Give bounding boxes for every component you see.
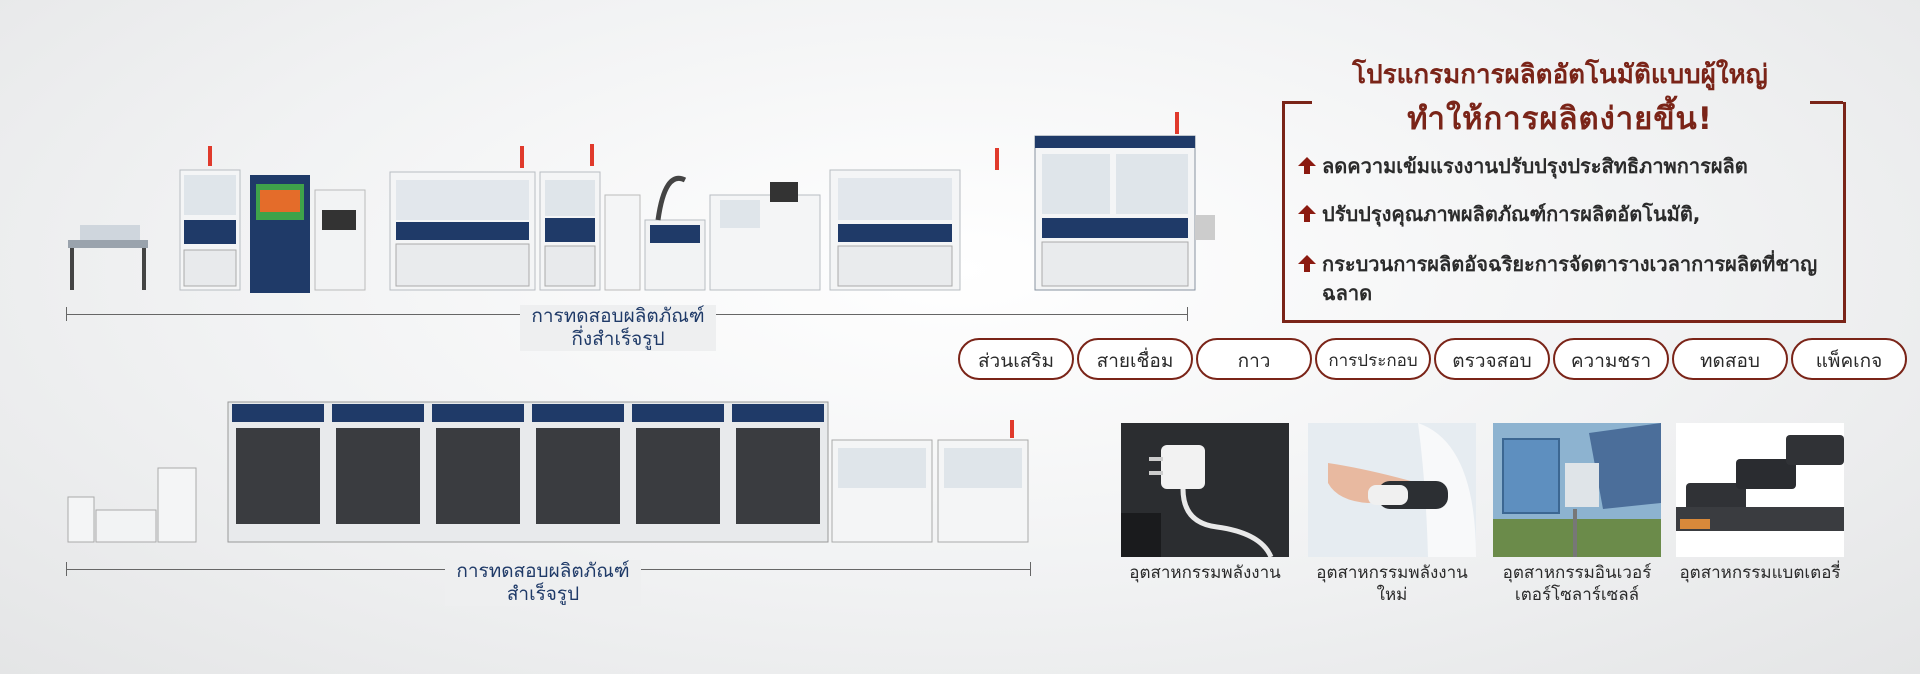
arrow-up-icon	[1298, 255, 1316, 272]
line2-label: การทดสอบผลิตภัณฑ์สำเร็จรูป	[445, 560, 641, 606]
industry-label-solar-inverter: อุตสาหกรรมอินเวอร์เตอร์โซลาร์เซลล์	[1502, 563, 1652, 605]
box-top-right-border	[1810, 101, 1843, 104]
machine-5	[539, 144, 601, 291]
benefit-text: ลดความเข้มแรงงานปรับปรุงประสิทธิภาพการผล…	[1322, 154, 1748, 178]
machine-3	[314, 189, 366, 291]
charger-icon	[1121, 423, 1289, 557]
line1-label: การทดสอบผลิตภัณฑ์กึ่งสำเร็จรูป	[520, 305, 716, 351]
machine-loader	[68, 225, 148, 290]
benefit-text: กระบวนการผลิตอัจฉริยะการจัดตารางเวลาการผ…	[1322, 252, 1818, 305]
industry-label-battery: อุตสาหกรรมแบตเตอรี่	[1679, 563, 1841, 583]
solar-inverter-icon	[1493, 423, 1661, 557]
process-pill-glue[interactable]: กาว	[1196, 338, 1312, 380]
machine-8	[829, 148, 999, 291]
industry-label-new-energy: อุตสาหกรรมพลังงานใหม่	[1316, 563, 1468, 605]
process-pill-package[interactable]: แพ็คเกจ	[1791, 338, 1907, 380]
finished-line-illustration	[67, 401, 1029, 543]
industry-image-battery	[1676, 423, 1844, 557]
machine-2	[250, 175, 310, 293]
industry-image-solar-inverter	[1493, 423, 1661, 557]
headline-line1: โปรแกรมการผลิตอัตโนมัติแบบผู้ใหญ่	[1352, 60, 1768, 90]
benefit-text: ปรับปรุงคุณภาพผลิตภัณฑ์การผลิตอัตโนมัติ,	[1322, 202, 1701, 226]
arrow-up-icon	[1298, 205, 1316, 222]
machine-4	[389, 146, 536, 291]
headline-line2: ทำให้การผลิตง่ายขึ้น!	[1407, 101, 1713, 137]
benefit-item: กระบวนการผลิตอัจฉริยะการจัดตารางเวลาการผ…	[1298, 250, 1818, 308]
industry-label-power: อุตสาหกรรมพลังงาน	[1129, 563, 1281, 583]
benefit-item: ปรับปรุงคุณภาพผลิตภัณฑ์การผลิตอัตโนมัติ,	[1298, 200, 1828, 229]
benefit-item: ลดความเข้มแรงงานปรับปรุงประสิทธิภาพการผล…	[1298, 152, 1828, 181]
process-pill-welding-line[interactable]: สายเชื่อม	[1077, 338, 1193, 380]
arrow-up-icon	[1298, 157, 1316, 174]
semi-finished-line-illustration	[68, 112, 1215, 293]
process-pill-test[interactable]: ทดสอบ	[1672, 338, 1788, 380]
aging-rack	[227, 401, 829, 543]
machine-6	[604, 176, 706, 291]
benefits-box	[1282, 102, 1846, 323]
machine-1	[179, 146, 241, 291]
industry-image-power	[1121, 423, 1289, 557]
machine-feeder	[67, 467, 197, 543]
battery-icon	[1676, 423, 1844, 557]
process-pill-accessories[interactable]: ส่วนเสริม	[958, 338, 1074, 380]
machine-7	[709, 182, 821, 291]
process-pill-assembly[interactable]: การประกอบ	[1315, 338, 1431, 380]
box-top-left-border	[1282, 101, 1312, 104]
process-pill-inspection[interactable]: ตรวจสอบ	[1434, 338, 1550, 380]
industry-image-new-energy	[1308, 423, 1476, 557]
process-pill-aging[interactable]: ความชรา	[1553, 338, 1669, 380]
ev-charging-icon	[1308, 423, 1476, 557]
machine-9	[1034, 112, 1196, 291]
test-stations	[831, 420, 1029, 543]
